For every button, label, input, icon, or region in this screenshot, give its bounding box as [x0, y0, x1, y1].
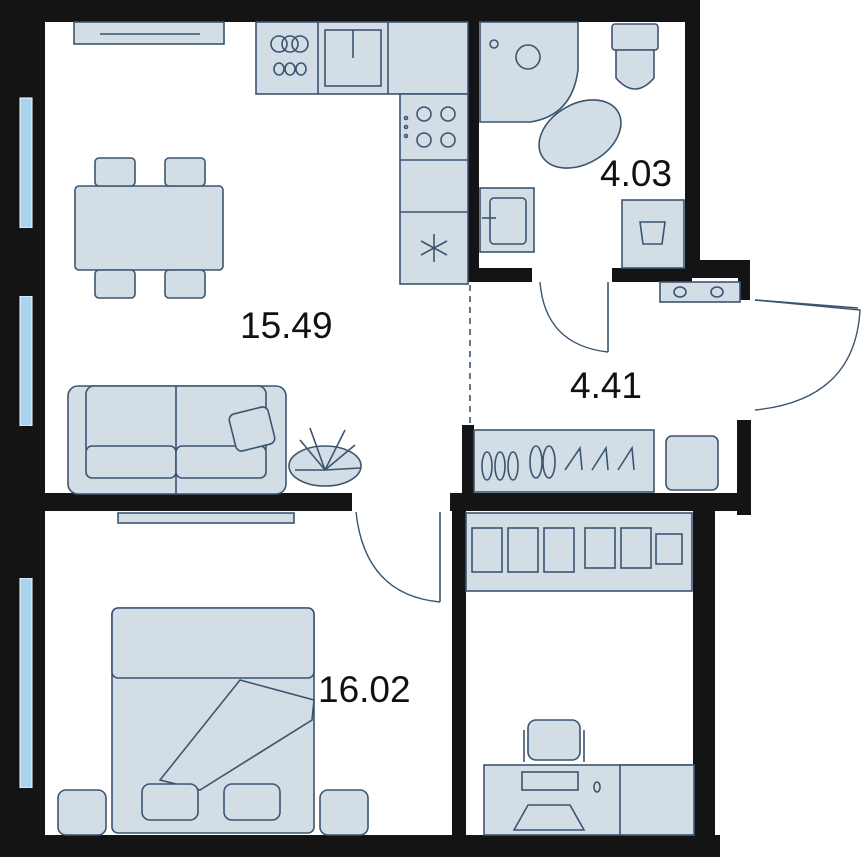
tv-console	[117, 512, 295, 524]
door-entrance-leaf	[754, 299, 859, 309]
snowflake-icon	[420, 234, 448, 262]
door-entrance	[754, 299, 861, 411]
sofa	[67, 385, 287, 495]
wardrobe	[465, 512, 693, 592]
office-chair	[523, 719, 585, 762]
wall-hall-left	[462, 425, 474, 511]
dining-table	[74, 185, 224, 271]
door-bathroom	[539, 281, 609, 353]
dining-chairs	[94, 157, 206, 299]
wall-top	[0, 0, 698, 22]
window-mullion-1	[0, 228, 45, 296]
wall-bottom	[0, 835, 720, 857]
ottoman	[665, 435, 719, 491]
area-hallway: 4.41	[570, 365, 642, 406]
nightstand-right	[319, 789, 369, 836]
windows	[0, 97, 45, 848]
shoe-rack	[473, 429, 655, 493]
desk	[483, 764, 695, 836]
window-mullion-2	[0, 426, 45, 496]
bedroom-furniture: 16.02	[57, 512, 695, 836]
wall-hall-bedroom	[450, 493, 750, 511]
wall-right-bathroom	[685, 0, 700, 275]
bed	[111, 607, 315, 834]
area-bedroom: 16.02	[318, 669, 411, 710]
hallway-furniture: 4.41	[473, 281, 741, 493]
doors	[355, 281, 861, 603]
wall-right-hall-lower	[737, 420, 751, 515]
sofa-cushion	[228, 406, 276, 452]
window-bedroom	[19, 577, 33, 789]
wall-right-hall-stub	[738, 260, 750, 300]
toilet	[611, 23, 659, 90]
washing-machine	[621, 199, 685, 269]
shower-tray	[479, 21, 579, 123]
plant-icon	[288, 427, 362, 487]
window-mullion-4	[0, 788, 45, 848]
living-kitchen-furniture: 15.49	[67, 21, 469, 495]
wall-bathroom-bottom-a	[468, 268, 532, 282]
wall-bathroom-bottom-b	[612, 268, 692, 282]
pillow-left	[141, 783, 199, 821]
wall-right-hall-upper	[685, 260, 750, 278]
nightstand-left	[57, 789, 107, 836]
area-bathroom: 4.03	[600, 153, 672, 194]
tv-shelf	[73, 21, 225, 45]
bathtub-mat	[538, 99, 622, 169]
hangers-icon	[564, 445, 635, 471]
window-mullion-3	[0, 508, 45, 578]
shoes-icon	[481, 445, 556, 481]
window-living-upper	[19, 97, 33, 229]
wall-closet-left	[452, 505, 466, 835]
wall-right-bedroom	[693, 500, 715, 857]
washbasin	[479, 187, 535, 253]
shoe-shelf-top	[659, 281, 741, 303]
area-living-kitchen: 15.49	[240, 305, 333, 346]
bathroom-furniture: 4.03	[479, 21, 685, 269]
door-bedroom	[355, 511, 441, 603]
wall-living-bedroom	[40, 493, 352, 511]
wall-bathroom-left	[468, 18, 479, 278]
pillow-right	[223, 783, 281, 821]
window-living-lower	[19, 295, 33, 427]
cooktop	[403, 106, 456, 148]
